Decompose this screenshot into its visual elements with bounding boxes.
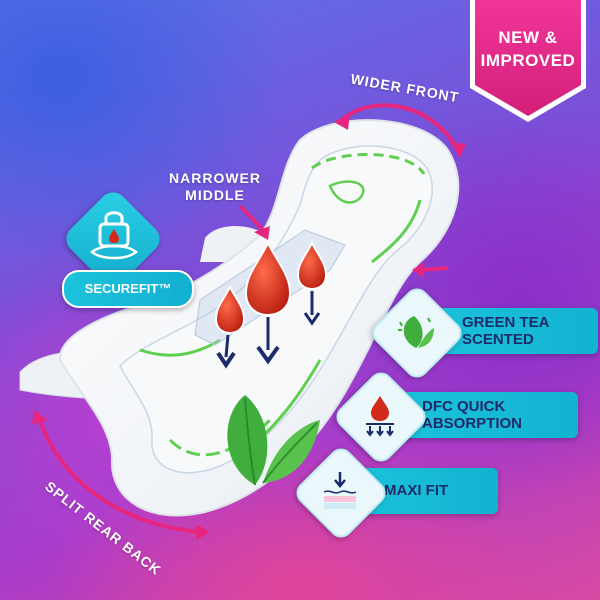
tea-leaf-icon [398,316,434,348]
green-tea-leaves [227,395,320,486]
badge-line-2: IMPROVED [480,51,576,70]
narrower-line-1: NARROWER [169,170,261,186]
badge-line-1: NEW & [498,28,558,47]
feature-green-tea: GREEN TEA SCENTED [428,308,598,354]
layers-arrow-icon [323,472,357,509]
securefit-pill: SECUREFIT™ [62,270,194,308]
feature-maxi-fit-line-1: MAXI FIT [384,482,449,499]
drop-arrows-icon [366,396,394,437]
narrower-middle-label: NARROWER MIDDLE [160,170,270,204]
securefit-label: SECUREFIT™ [84,281,172,296]
feature-green-tea-line-1: GREEN TEA [462,314,550,331]
feature-dfc-line-1: DFC QUICK [422,398,506,415]
feature-dfc-line-2: ABSORPTION [422,415,523,432]
narrower-line-2: MIDDLE [185,187,245,203]
feature-green-tea-line-2: SCENTED [462,331,534,348]
absorption-drops-illustration [214,240,328,369]
new-improved-badge: NEW & IMPROVED [470,0,586,122]
lock-drop-icon [89,211,139,260]
feature-dfc-absorption: DFC QUICK ABSORPTION [388,392,578,438]
